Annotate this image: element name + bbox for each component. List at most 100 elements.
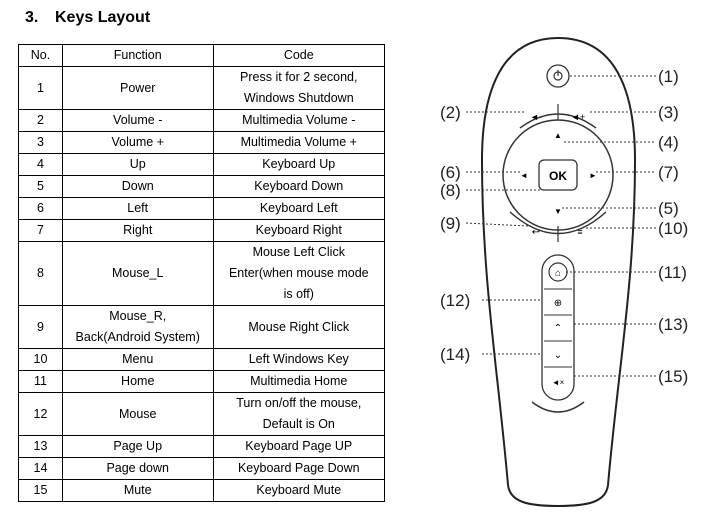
table-row: 2 Volume - Multimedia Volume - (18, 109, 386, 132)
bottom-arc (531, 401, 585, 413)
table-row: 1 Power Press it for 2 second,Windows Shut… (18, 66, 386, 110)
section-heading: 3.Keys Layout (25, 9, 150, 27)
cell-function-line: Page down (106, 461, 169, 475)
callout-15: (15) (658, 367, 688, 386)
cell-function: Down (61, 175, 214, 198)
cell-code: Keyboard Left (212, 197, 386, 220)
callout-3: (3) (658, 103, 679, 122)
cell-no: 2 (18, 109, 63, 132)
menu-icon: ≡ (577, 227, 582, 237)
cell-function: Right (61, 219, 214, 242)
mute-icon: ◄× (552, 378, 565, 387)
cell-function: Volume + (61, 131, 214, 154)
cell-function-line: Menu (122, 352, 154, 366)
cell-function: Mouse_R, Back(Android System) (61, 305, 214, 349)
cell-function-line: Mouse_R, (109, 309, 167, 323)
cell-code: Keyboard Down (212, 175, 386, 198)
callout-9: (9) (440, 214, 461, 233)
cell-no: 15 (18, 479, 63, 502)
cell-function-line: Up (129, 157, 146, 171)
cell-code: Press it for 2 second,Windows Shutdown (212, 66, 386, 110)
callout-10: (10) (658, 219, 688, 238)
cell-code: Keyboard Page UP (212, 435, 386, 458)
table-row: 13 Page Up Keyboard Page UP (18, 435, 386, 458)
cell-function: Mouse (61, 392, 214, 436)
cell-code-line: Left Windows Key (248, 352, 349, 366)
cell-function-line: Home (121, 374, 155, 388)
cell-function-line: Back(Android System) (75, 330, 200, 344)
cell-function: Power (61, 66, 214, 110)
cell-function-line: Volume - (113, 113, 163, 127)
cell-code: Left Windows Key (212, 348, 386, 371)
callout-2: (2) (440, 103, 461, 122)
volume-down-icon: ◄- (530, 112, 542, 122)
cell-code-line: Mouse Left Click (252, 245, 345, 259)
callout-14: (14) (440, 345, 470, 364)
cell-function: Page Up (61, 435, 214, 458)
section-title: Keys Layout (55, 9, 151, 26)
callout-5: (5) (658, 199, 679, 218)
cell-code: Keyboard Page Down (212, 457, 386, 480)
down-arrow-icon: ▼ (554, 207, 562, 216)
callout-4: (4) (658, 133, 679, 152)
cell-code-line: Keyboard Down (254, 179, 344, 193)
callout-leaders (465, 75, 656, 377)
cell-function-line: Power (120, 80, 156, 95)
cell-no: 14 (18, 457, 63, 480)
header-no: No. (18, 44, 63, 67)
cell-code: Multimedia Volume - (212, 109, 386, 132)
cell-function: Up (61, 153, 214, 176)
cell-code-line: Keyboard Left (259, 201, 338, 215)
callout-13: (13) (658, 315, 688, 334)
cell-code-line: Turn on/off the mouse, (236, 396, 362, 410)
table-row: 9 Mouse_R, Back(Android System) Mouse Right… (18, 305, 386, 349)
callout-7: (7) (658, 163, 679, 182)
right-arrow-icon: ► (589, 171, 597, 180)
cell-code: Keyboard Up (212, 153, 386, 176)
up-arrow-icon: ▲ (554, 131, 562, 140)
callout-6: (6) (440, 163, 461, 182)
table-row: 4 Up Keyboard Up (18, 153, 386, 176)
cell-function-line: Volume + (111, 135, 164, 149)
cell-code: Mouse Right Click (212, 305, 386, 349)
cell-code-line: Keyboard Mute (256, 483, 342, 497)
remote-diagram: ◄- ◄+ OK ▲ ▼ ◄ ► ↩ ≡ ⌂ ⊕ ⌃ ⌄ ◄× (430, 30, 700, 508)
cell-no: 11 (18, 370, 63, 393)
cell-code-line: Mouse Right Click (248, 319, 350, 334)
remote-illustration: ◄- ◄+ OK ▲ ▼ ◄ ► ↩ ≡ ⌂ ⊕ ⌃ ⌄ ◄× (440, 36, 688, 508)
page-down-icon: ⌄ (554, 350, 562, 361)
table-row: 14 Page down Keyboard Page Down (18, 457, 386, 480)
home-icon: ⌂ (555, 268, 561, 279)
callout-11: (11) (658, 263, 687, 282)
cell-code-line: Keyboard Page Down (237, 461, 360, 475)
cell-code: Multimedia Volume + (212, 131, 386, 154)
cell-code: Multimedia Home (212, 370, 386, 393)
header-code: Code (212, 44, 386, 67)
cell-no: 1 (18, 66, 63, 110)
cell-code: Keyboard Mute (212, 479, 386, 502)
callout-1: (1) (658, 67, 679, 86)
cell-code-line: Multimedia Home (250, 374, 348, 388)
cell-no: 9 (18, 305, 63, 349)
cell-code-line: is off) (283, 287, 314, 301)
cell-no: 13 (18, 435, 63, 458)
ok-label: OK (549, 169, 567, 183)
cell-function-line: Right (123, 223, 153, 237)
cell-function-line: Mouse (118, 406, 157, 421)
cell-function: Volume - (61, 109, 214, 132)
volume-up-icon: ◄+ (571, 112, 585, 122)
cell-code-line: Multimedia Volume + (240, 135, 357, 149)
cell-no: 4 (18, 153, 63, 176)
cell-no: 8 (18, 241, 63, 306)
cell-function-line: Down (121, 179, 154, 193)
cell-code-line: Enter(when mouse mode (228, 266, 369, 280)
cell-function-line: Page Up (113, 439, 163, 453)
left-arrow-icon: ◄ (520, 171, 528, 180)
